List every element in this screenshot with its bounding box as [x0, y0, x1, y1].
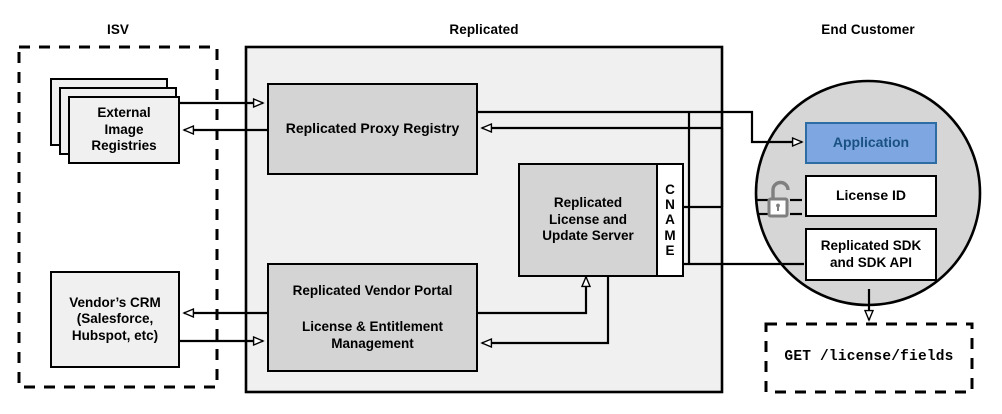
- external-image-registries-label-2: Image: [104, 121, 144, 137]
- external-image-registries[interactable]: External Image Registries: [68, 96, 180, 164]
- license-update-server-label-1: Replicated: [553, 195, 623, 211]
- vendor-portal-sub-line-2: Management: [331, 335, 414, 351]
- cname-box[interactable]: C N A M E: [656, 163, 684, 277]
- replicated-sdk-label-1: Replicated SDK: [820, 238, 922, 254]
- zone-title-replicated: Replicated: [449, 22, 519, 37]
- isv-zone: [17, 45, 219, 389]
- replicated-proxy-registry-label: Replicated Proxy Registry: [285, 120, 460, 137]
- license-update-server-label-2: License and: [548, 211, 628, 227]
- open-padlock-icon: [767, 180, 790, 218]
- cname-letter-3: A: [665, 212, 675, 228]
- api-call-label: GET /license/fields: [784, 349, 954, 366]
- vendor-crm-label-2: (Salesforce,: [76, 311, 154, 327]
- license-update-server-label-3: Update Server: [542, 228, 634, 244]
- zone-title-end-customer: End Customer: [821, 22, 915, 37]
- cname-letter-1: C: [665, 181, 675, 197]
- conn-server-to-portal: [482, 277, 610, 343]
- vendor-crm[interactable]: Vendor’s CRM (Salesforce, Hubspot, etc): [50, 271, 180, 368]
- vendor-crm-label-3: Hubspot, etc): [71, 327, 159, 343]
- cname-letter-5: E: [665, 242, 675, 258]
- cname-letter-4: M: [664, 227, 676, 243]
- zone-title-isv: ISV: [106, 22, 130, 37]
- api-call-label-box: GET /license/fields: [766, 324, 972, 392]
- vendor-portal-title: Replicated Vendor Portal: [292, 283, 453, 298]
- vendor-portal-sub-line-1: License & Entitlement: [301, 319, 444, 335]
- conn-proxy-to-application: [478, 110, 802, 142]
- replicated-sdk-label-2: and SDK API: [829, 254, 912, 270]
- license-id-label: License ID: [835, 187, 907, 204]
- license-id-box[interactable]: License ID: [805, 175, 937, 217]
- replicated-proxy-registry[interactable]: Replicated Proxy Registry: [267, 83, 478, 175]
- application-box[interactable]: Application: [805, 122, 937, 164]
- external-image-registries-label-3: Registries: [91, 138, 157, 154]
- application-label: Application: [832, 134, 910, 151]
- external-image-registries-label-1: External: [97, 105, 151, 121]
- replicated-sdk-box[interactable]: Replicated SDK and SDK API: [805, 228, 937, 281]
- vendor-crm-label-1: Vendor’s CRM: [69, 294, 161, 310]
- replicated-license-update-server[interactable]: Replicated License and Update Server: [518, 163, 658, 277]
- replicated-vendor-portal[interactable]: Replicated Vendor Portal License & Entit…: [267, 263, 478, 372]
- api-call-box: [764, 322, 974, 394]
- conn-portal-to-server: [478, 277, 586, 315]
- cname-letter-2: N: [665, 197, 675, 213]
